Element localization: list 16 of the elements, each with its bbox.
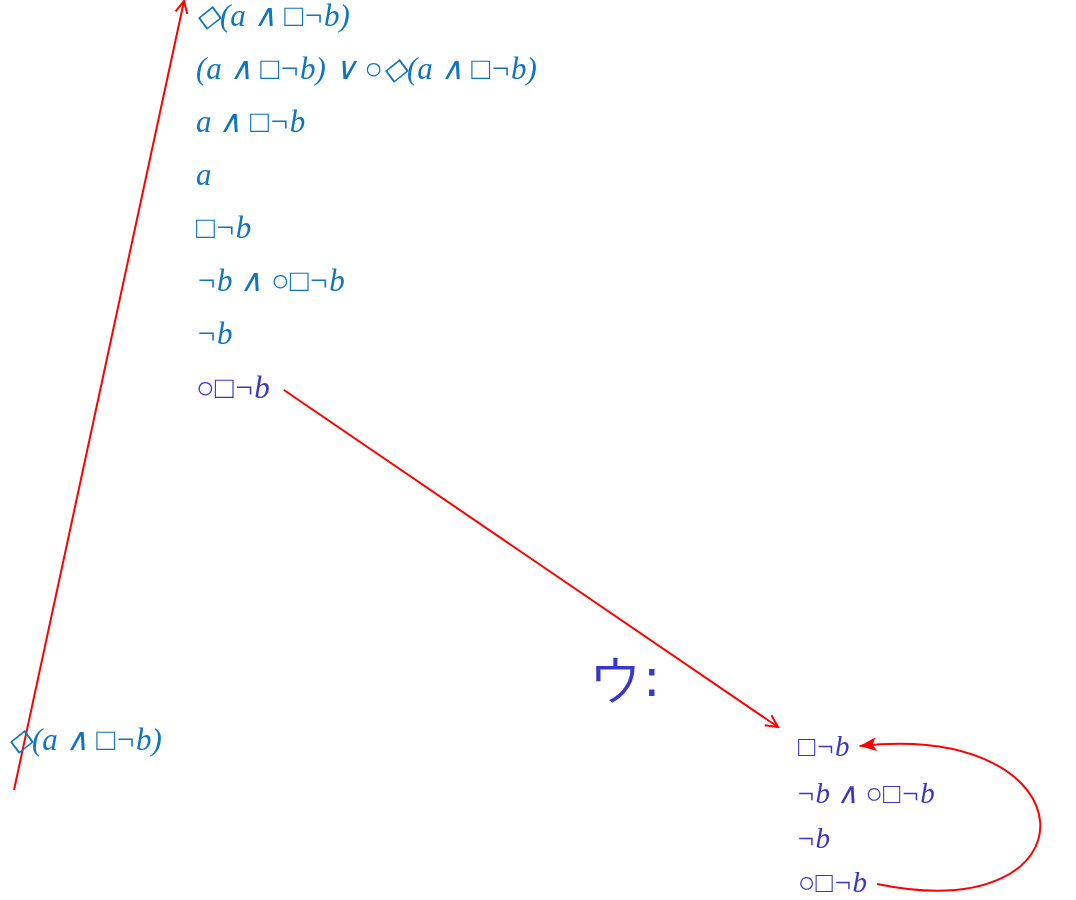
formula-text: □¬b [196, 211, 252, 245]
formula-text: (a ∧ □¬b) ∨ ○◇(a ∧ □¬b) [196, 52, 537, 86]
formula-text: a [196, 158, 212, 192]
arrow [282, 389, 779, 728]
formula-text: ¬b ∧ ○□¬b [196, 264, 345, 298]
formula-text: ¬b [796, 821, 831, 855]
formula-text: a ∧ □¬b [196, 105, 306, 139]
formula-text: □¬b [798, 729, 850, 763]
formula-text: ¬b ∧ ○□¬b [796, 776, 935, 810]
formula-text: ¬b [196, 317, 233, 351]
arrow [858, 738, 1042, 892]
formula-text: ◇(a ∧ □¬b) [196, 0, 350, 33]
section-label: ウ: [590, 648, 661, 708]
formula-text: ○□¬b [798, 865, 868, 899]
arrow [13, 0, 189, 791]
formula-text: ○□¬b [196, 371, 270, 405]
